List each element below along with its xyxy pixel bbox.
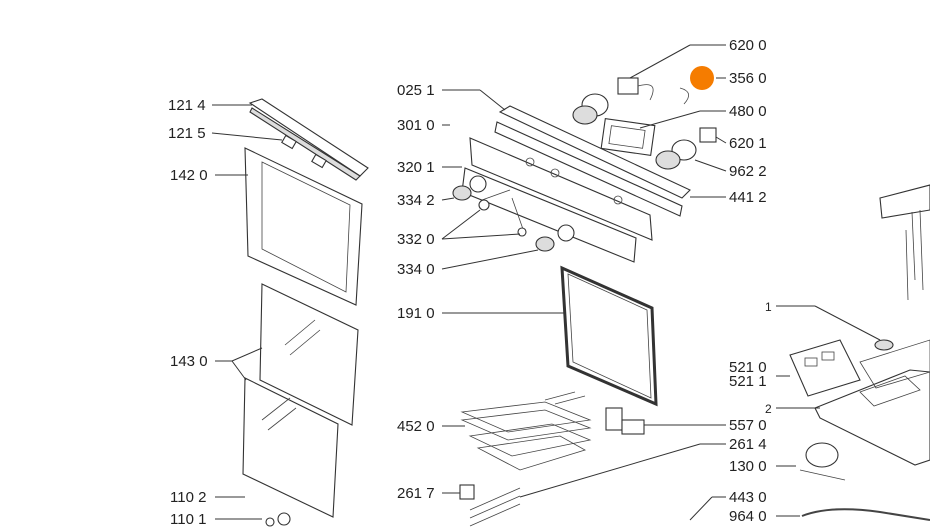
label-521-0: 521 0 <box>729 359 767 376</box>
control-panel-part <box>461 105 691 263</box>
fan-part <box>459 484 521 527</box>
hinge-part <box>265 512 291 527</box>
label-964-0: 964 0 <box>729 508 767 525</box>
grommet-part <box>874 339 894 351</box>
label-191-0: 191 0 <box>397 305 435 322</box>
label-334-2: 334 2 <box>397 192 435 209</box>
label-334-0: 334 0 <box>397 261 435 278</box>
motor-part <box>799 442 846 481</box>
label-320-1: 320 1 <box>397 159 435 176</box>
cable-part <box>801 508 930 521</box>
label-130-0: 130 0 <box>729 458 767 475</box>
door-handle-part <box>248 98 369 181</box>
label-261-7: 261 7 <box>397 485 435 502</box>
label-121-4: 121 4 <box>168 97 206 114</box>
label-441-2: 441 2 <box>729 189 767 206</box>
label-962-2: 962 2 <box>729 163 767 180</box>
label-452-0: 452 0 <box>397 418 435 435</box>
label-143-0: 143 0 <box>170 353 208 370</box>
label-121-5: 121 5 <box>168 125 206 142</box>
bottom-panel-part <box>814 339 930 466</box>
thermostat-part <box>605 407 645 435</box>
label-620-0: 620 0 <box>729 37 767 54</box>
cabinet-frame-part <box>879 184 930 301</box>
door-inner-glass-part <box>242 283 359 518</box>
label-443-0: 443 0 <box>729 489 767 506</box>
heating-element-part <box>460 391 592 471</box>
label-480-0: 480 0 <box>729 103 767 120</box>
label-356-0: 356 0 <box>729 70 767 87</box>
door-outer-glass-part <box>244 147 363 306</box>
highlight-marker[interactable] <box>690 66 714 90</box>
label-2: 2 <box>765 402 772 416</box>
label-261-4: 261 4 <box>729 436 767 453</box>
label-110-1: 110 1 <box>170 511 206 527</box>
label-521-1: 521 1 <box>729 373 767 390</box>
label-110-2: 110 2 <box>170 489 206 506</box>
label-142-0: 142 0 <box>170 167 208 184</box>
label-332-0: 332 0 <box>397 231 435 248</box>
label-301-0: 301 0 <box>397 117 435 134</box>
door-seal-part <box>560 265 658 407</box>
label-557-0: 557 0 <box>729 417 767 434</box>
label-620-1: 620 1 <box>729 135 767 152</box>
label-1: 1 <box>765 300 772 314</box>
label-025-1: 025 1 <box>397 82 435 99</box>
control-board-part <box>789 339 861 397</box>
